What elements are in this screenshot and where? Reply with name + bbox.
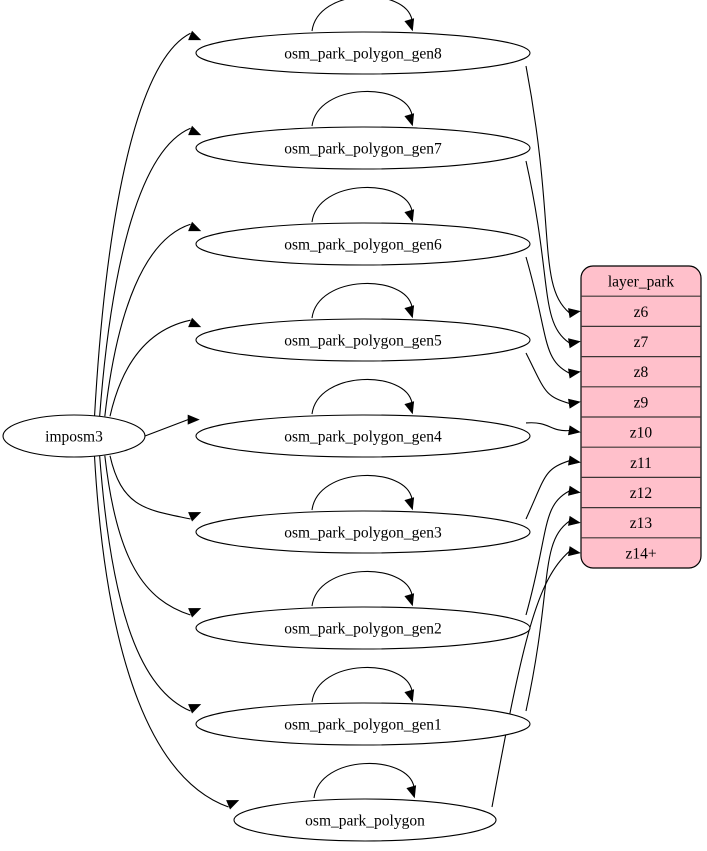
layer-park-header: layer_park [608, 274, 675, 291]
node-gen1[interactable] [195, 702, 531, 746]
edge-arrow-gen7-z7 [568, 338, 581, 349]
edge-arrow-imposm3-gen2 [188, 608, 202, 618]
node-gen8[interactable] [195, 31, 531, 75]
node-label-imposm3: imposm3 [45, 429, 103, 446]
self-loop-arrow-gen3 [404, 497, 415, 511]
self-loop-edge-base [313, 762, 415, 799]
self-loop-edge-gen7 [311, 90, 413, 127]
edge-arrow-gen1-z13 [568, 515, 581, 526]
node-gen4[interactable] [195, 414, 531, 458]
edge-gen3-to-z11 [525, 460, 570, 520]
node-gen7[interactable] [195, 126, 531, 170]
edge-imposm3-to-gen1 [99, 455, 191, 712]
edge-imposm3-to-gen8 [93, 32, 191, 417]
edge-imposm3-to-gen4 [144, 419, 189, 437]
edge-imposm3-to-gen6 [104, 223, 191, 417]
node-label-gen5: osm_park_polygon_gen5 [284, 333, 442, 350]
node-gen5[interactable] [195, 318, 531, 362]
self-loop-edge-gen8 [311, 0, 413, 32]
edge-arrow-base-z14+ [568, 546, 581, 557]
edge-imposm3-to-base [93, 455, 229, 808]
edge-arrow-gen8-z6 [568, 308, 581, 319]
edge-arrow-gen6-z8 [568, 368, 581, 379]
self-loop-edge-gen3 [311, 474, 413, 511]
self-loop-arrow-gen6 [404, 209, 415, 223]
node-label-gen1: osm_park_polygon_gen1 [284, 717, 442, 734]
self-loop-layer [311, 0, 417, 799]
table-row-z13[interactable]: z13 [630, 515, 653, 532]
node-label-gen8: osm_park_polygon_gen8 [284, 46, 442, 63]
edge-arrow-gen2-z12 [568, 485, 581, 496]
edge-arrow-imposm3-gen7 [188, 125, 202, 136]
node-label-gen7: osm_park_polygon_gen7 [284, 141, 442, 158]
self-loop-arrow-gen1 [404, 689, 415, 703]
self-loop-edge-gen1 [311, 666, 413, 703]
node-gen3[interactable] [195, 510, 531, 554]
table-row-z12[interactable]: z12 [630, 485, 652, 502]
node-imposm3[interactable] [2, 414, 146, 458]
self-loop-edge-gen2 [311, 570, 413, 607]
edges-layer [93, 30, 581, 810]
self-loop-arrow-gen8 [404, 18, 415, 32]
edge-arrow-imposm3-gen3 [188, 512, 202, 522]
edge-imposm3-to-gen7 [99, 127, 191, 417]
edge-arrow-gen5-z9 [568, 398, 581, 409]
table-row-z14plus[interactable]: z14+ [625, 545, 656, 562]
edge-base-to-z14+ [491, 550, 570, 808]
edge-arrow-imposm3-gen8 [188, 30, 202, 41]
edge-imposm3-to-gen2 [104, 455, 191, 616]
table-row-z7[interactable]: z7 [634, 334, 649, 351]
edge-gen2-to-z12 [525, 490, 570, 616]
table-row-z10[interactable]: z10 [630, 425, 653, 442]
table-row-z6[interactable]: z6 [634, 304, 649, 321]
edge-gen8-to-z6 [525, 65, 570, 314]
edge-gen1-to-z13 [525, 520, 570, 712]
edge-gen5-to-z9 [525, 352, 570, 405]
edge-arrow-imposm3-base [226, 800, 240, 810]
node-label-base: osm_park_polygon [305, 813, 425, 830]
self-loop-arrow-gen2 [404, 593, 415, 607]
edge-imposm3-to-gen5 [109, 319, 191, 417]
table-row-z8[interactable]: z8 [634, 364, 649, 381]
node-gen2[interactable] [195, 606, 531, 650]
self-loop-arrow-gen7 [404, 113, 415, 127]
self-loop-arrow-gen5 [404, 305, 415, 319]
self-loop-arrow-base [406, 785, 417, 799]
edge-imposm3-to-gen3 [109, 455, 191, 520]
self-loop-arrow-gen4 [404, 401, 415, 415]
node-gen6[interactable] [195, 222, 531, 266]
nodes-layer: imposm3 osm_park_polygon_gen8 osm_park_pol… [2, 31, 531, 842]
self-loop-edge-gen6 [311, 186, 413, 223]
table-row-z9[interactable]: z9 [634, 394, 649, 411]
self-loop-edge-gen4 [311, 378, 413, 415]
table-row-z11[interactable]: z11 [630, 455, 652, 472]
node-base[interactable] [233, 798, 497, 842]
edge-arrow-gen3-z11 [568, 455, 581, 466]
node-label-gen6: osm_park_polygon_gen6 [284, 237, 442, 254]
edge-gen7-to-z7 [525, 160, 570, 344]
node-label-gen3: osm_park_polygon_gen3 [284, 525, 442, 542]
edge-arrow-gen4-z10 [568, 425, 581, 436]
edge-arrow-imposm3-gen5 [188, 317, 202, 328]
edge-arrow-imposm3-gen4 [187, 414, 200, 425]
edge-gen6-to-z8 [525, 256, 570, 374]
layer-park-table: layer_park z6 z7 z8 z9 z10 z11 z12 z13 z14+ [580, 265, 702, 569]
node-label-gen4: osm_park_polygon_gen4 [284, 429, 442, 446]
self-loop-edge-gen5 [311, 282, 413, 319]
edge-gen4-to-z10 [525, 422, 570, 432]
edge-arrow-imposm3-gen1 [188, 704, 202, 714]
node-label-gen2: osm_park_polygon_gen2 [284, 621, 442, 638]
edge-arrow-imposm3-gen6 [188, 221, 202, 232]
